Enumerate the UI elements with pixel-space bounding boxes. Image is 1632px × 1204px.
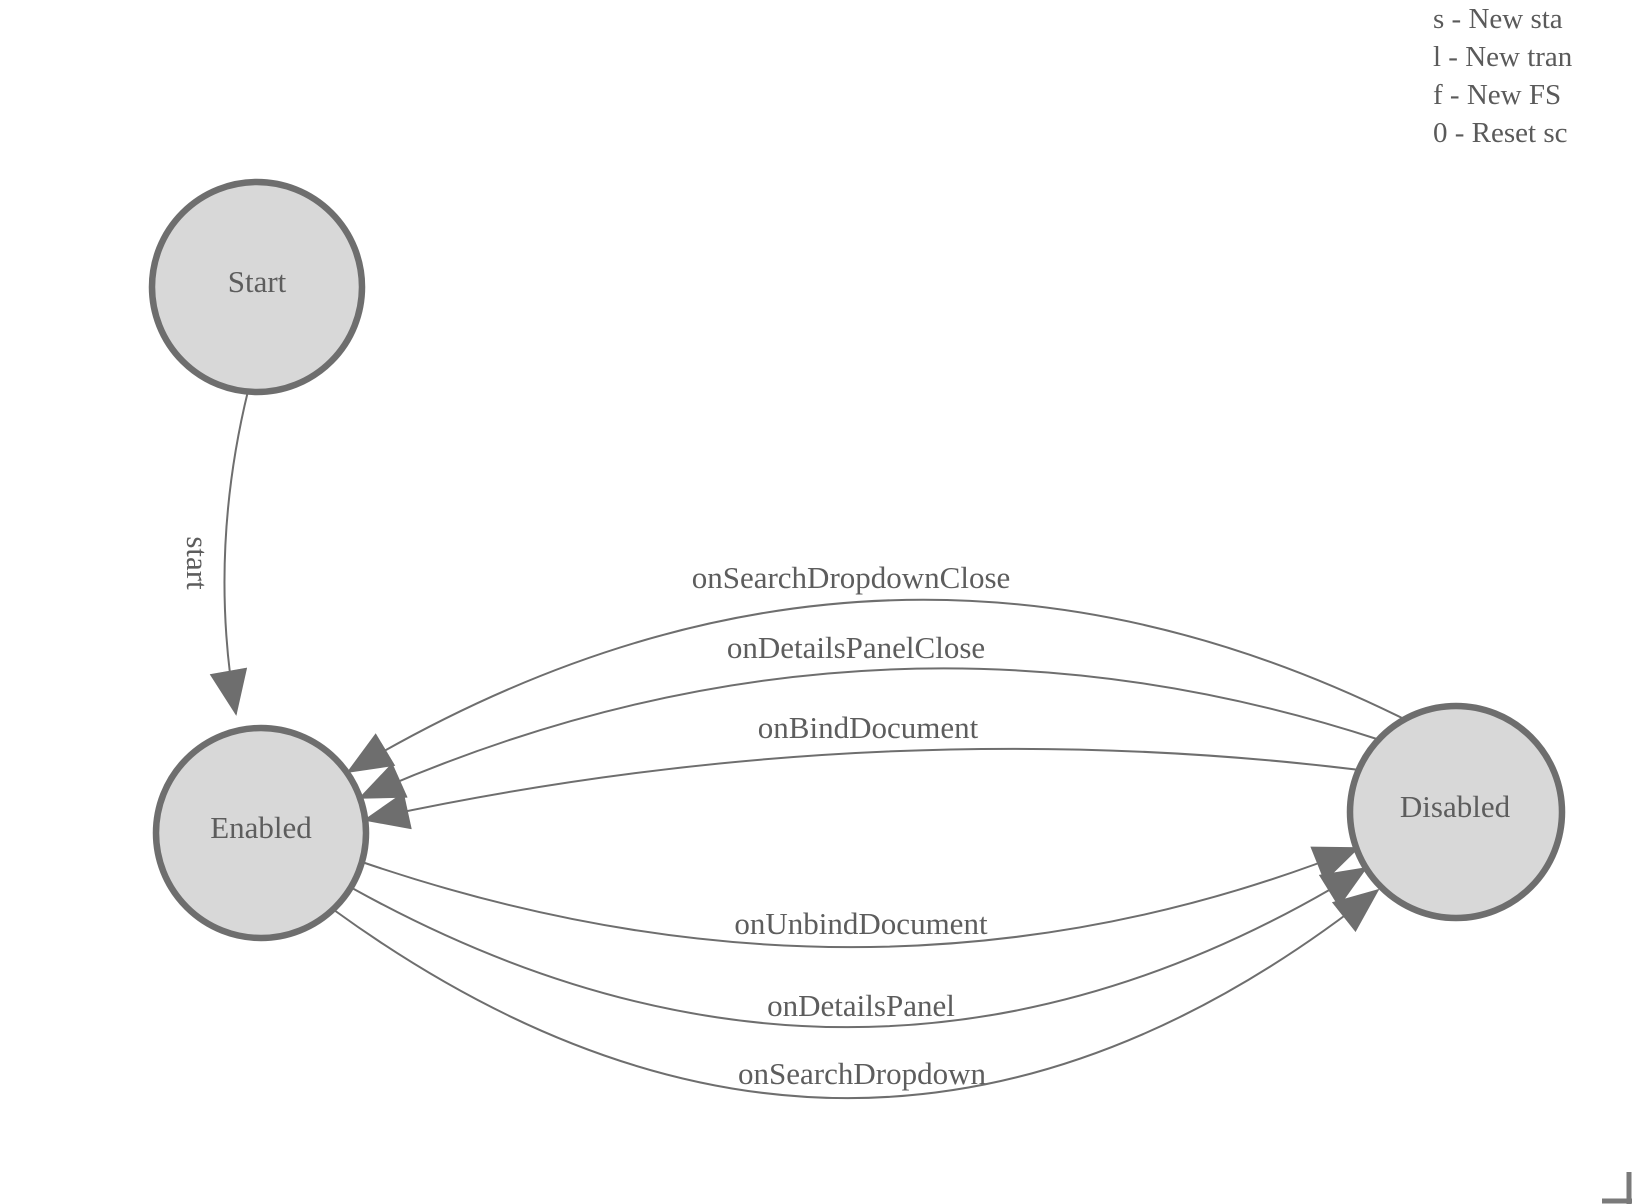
legend-line-new-fsm: f - New FS xyxy=(1433,79,1561,111)
state-circle-start[interactable] xyxy=(148,178,366,396)
legend-line-reset-scale: 0 - Reset sc xyxy=(1433,117,1568,149)
transition-labels-layer: start onSearchDropdownClose onDetailsPan… xyxy=(180,536,1010,1091)
transition-ondetailspanelclose[interactable] xyxy=(358,667,1381,799)
transition-ondetailspanel[interactable] xyxy=(351,866,1368,1029)
transition-label-ondetailspanel[interactable]: onDetailsPanel xyxy=(767,988,955,1023)
legend-line-new-state: s - New sta xyxy=(1433,3,1563,35)
transition-onbinddocument[interactable] xyxy=(363,747,1361,830)
state-node-disabled[interactable]: Disabled xyxy=(1346,702,1566,922)
state-node-start[interactable]: Start xyxy=(148,178,366,396)
transitions-layer xyxy=(209,390,1403,1100)
transition-label-onsearchdropdown[interactable]: onSearchDropdown xyxy=(738,1056,986,1091)
transition-onsearchdropdown[interactable] xyxy=(333,888,1380,1100)
states-layer: Start Enabled Disabled xyxy=(148,178,1566,942)
transition-label-start[interactable]: start xyxy=(180,536,215,590)
state-label-start: Start xyxy=(228,264,287,299)
state-label-disabled: Disabled xyxy=(1400,789,1511,824)
transition-onunbinddocument[interactable] xyxy=(361,846,1360,949)
transition-label-onunbinddocument[interactable]: onUnbindDocument xyxy=(734,906,988,941)
shortcut-legend: s - New sta l - New tran f - New FS 0 - … xyxy=(1433,3,1573,149)
transition-label-onbinddocument[interactable]: onBindDocument xyxy=(758,710,979,745)
transition-onsearchdropdownclose[interactable] xyxy=(346,598,1403,773)
state-label-enabled: Enabled xyxy=(210,810,312,845)
state-node-enabled[interactable]: Enabled xyxy=(152,724,370,942)
transition-start[interactable] xyxy=(209,390,249,716)
legend-line-new-transition: l - New tran xyxy=(1433,41,1573,73)
state-circle-disabled[interactable] xyxy=(1346,702,1566,922)
canvas-corner-handle xyxy=(1602,1172,1632,1204)
transition-label-onsearchdropdownclose[interactable]: onSearchDropdownClose xyxy=(692,560,1011,595)
transition-label-ondetailspanelclose[interactable]: onDetailsPanelClose xyxy=(727,630,985,665)
state-circle-enabled[interactable] xyxy=(152,724,370,942)
